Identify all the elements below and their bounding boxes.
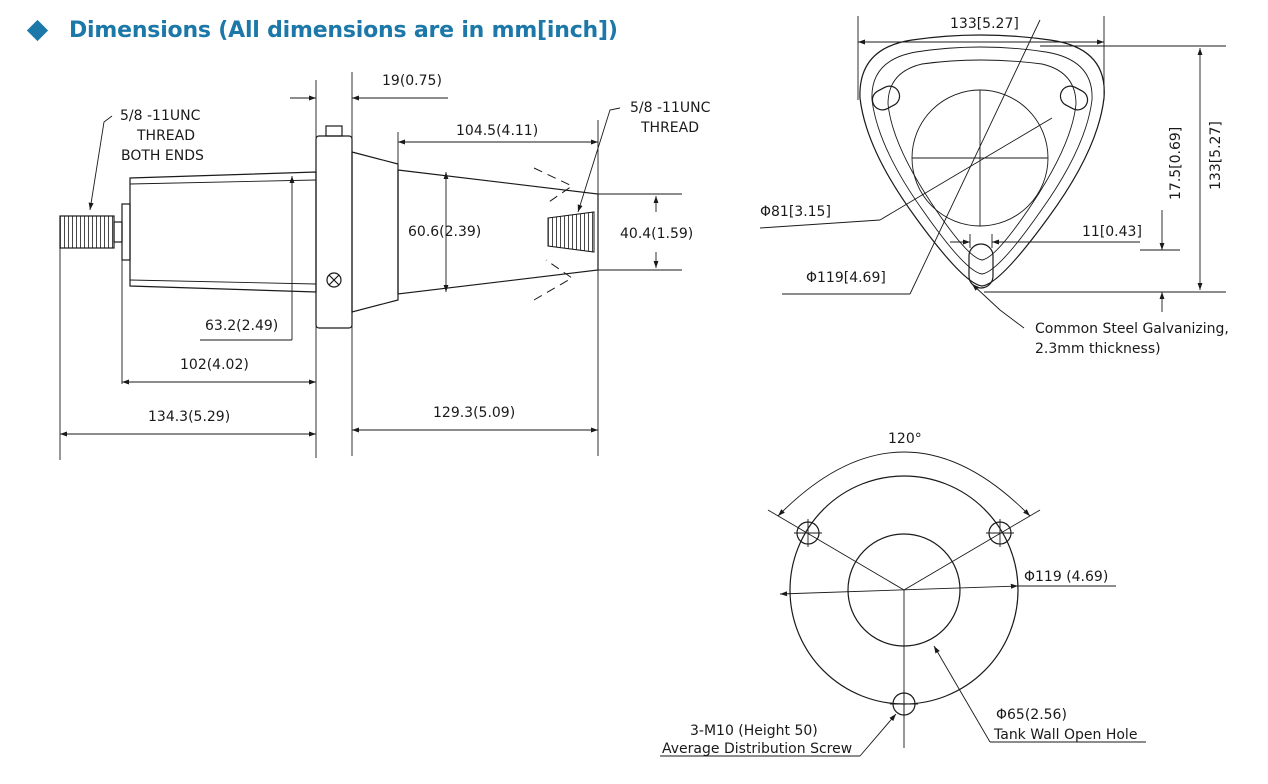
dim-front-total: 129.3(5.09)	[433, 405, 515, 421]
thread-left-label-1: 5/8 -11UNC	[120, 108, 201, 124]
dim-open-hole-label: Φ65(2.56)	[996, 707, 1067, 723]
dim-body-length: 102(4.02)	[180, 357, 249, 373]
angle-label: 120°	[888, 431, 922, 447]
bolt-hole-left	[794, 519, 822, 547]
bolt-hole-right	[986, 519, 1014, 547]
dim-cone-diameter: 60.6(2.39)	[408, 224, 481, 240]
bolt-pattern: 120° Φ119 (4.69) Φ65(2.56) Tank Wall Ope…	[660, 431, 1146, 757]
dim-offset-rotated: 17.5[0.69]	[1168, 127, 1184, 200]
left-thread-stud	[59, 215, 115, 249]
screw-icon	[326, 272, 342, 288]
dim-outer-hole-label: Φ119[4.69]	[806, 270, 886, 286]
material-label-1: Common Steel Galvanizing,	[1035, 321, 1229, 337]
dim-slot-width: 11[0.43]	[1082, 224, 1142, 240]
section-header: Dimensions (All dimensions are in mm[inc…	[26, 12, 618, 48]
material-label-2: 2.3mm thickness)	[1035, 341, 1161, 357]
screw-label-2: Average Distribution Screw	[662, 741, 852, 757]
top-view: 133[5.27] 133[5.27] 17.5[0.69] 11[0.43] …	[759, 16, 1229, 357]
thread-right-label-2: THREAD	[640, 120, 699, 136]
thread-left-label-3: BOTH ENDS	[121, 148, 204, 164]
dim-cone-length: 104.5(4.11)	[456, 123, 538, 139]
sensor-body	[129, 171, 317, 293]
slot-bottom	[968, 243, 994, 289]
side-view: 19(0.75) 104.5(4.11) 60.6(2.39) 40.4(1.5…	[59, 72, 711, 460]
slot-left	[871, 85, 901, 111]
dim-plate-height-rotated: 133[5.27]	[1208, 121, 1224, 190]
thread-left-label-2: THREAD	[136, 128, 195, 144]
dim-plate-width: 133[5.27]	[950, 16, 1019, 32]
mounting-plate	[859, 34, 1105, 287]
tip-thread	[547, 211, 595, 253]
bolt-hole-bottom	[890, 690, 918, 718]
open-hole-caption: Tank Wall Open Hole	[993, 727, 1137, 743]
dim-body-diameter: 63.2(2.49)	[205, 318, 278, 334]
screw-label-1: 3-M10 (Height 50)	[690, 723, 818, 739]
slot-right	[1059, 85, 1089, 111]
section-title: Dimensions (All dimensions are in mm[inc…	[69, 17, 618, 43]
thread-right-label-1: 5/8 -11UNC	[630, 100, 711, 116]
dim-inner-hole-label: Φ81[3.15]	[760, 204, 831, 220]
mounting-flange	[315, 135, 353, 329]
dim-tip-diameter: 40.4(1.59)	[620, 226, 693, 242]
dim-flange-width: 19(0.75)	[382, 73, 442, 89]
dim-rear-total: 134.3(5.29)	[148, 409, 230, 425]
dim-bolt-circle-label: Φ119 (4.69)	[1024, 569, 1108, 585]
